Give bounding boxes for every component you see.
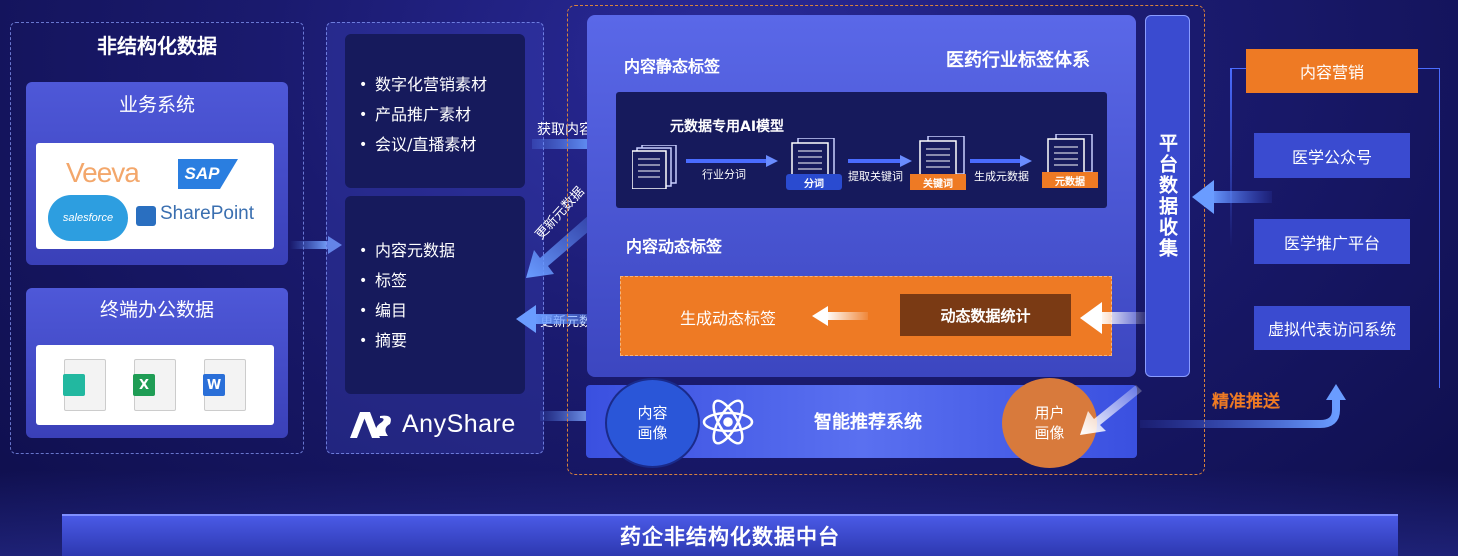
user-profile-circle: 用户 画像 [1002,378,1097,468]
metadata-box: 内容元数据 标签 编目 摘要 [345,196,525,394]
content-profile-label: 内容 画像 [637,404,668,442]
bottom-platform-title: 药企非结构化数据中台 [620,525,840,549]
list-item: 内容元数据 [359,236,525,266]
unstructured-data-panel [10,22,304,454]
platform-collect-label: 平台数据收集 [1156,133,1178,259]
dynamic-stats-box: 动态数据统计 [900,294,1071,336]
sap-logo: SAP [178,159,238,189]
anyshare-brand: AnyShare [402,410,516,438]
dynamic-gen-label: 生成动态标签 [680,309,777,328]
arrow-left-to-middle [290,236,342,254]
step-label-1: 行业分词 [702,168,746,181]
business-system-title: 业务系统 [118,93,195,116]
anyshare-logo-icon [350,412,396,438]
image-file-icon [63,359,106,411]
list-item: 标签 [359,266,525,296]
materials-list: 数字化营销素材 产品推广素材 会议/直播素材 [359,70,525,160]
platform-to-user-arrow [1080,385,1142,437]
channel-content-marketing: 内容营销 [1246,49,1418,93]
list-item: 会议/直播素材 [359,130,525,160]
platform-collect-bar: 平台数据收集 [1145,15,1190,377]
keyword-docs-icon [918,135,966,180]
metadata-docs-icon [1046,133,1094,178]
business-logos-card: Veeva SAP salesforce SharePoint [36,143,274,249]
content-profile-circle: 内容 画像 [605,378,700,468]
precise-push-label: 精准推送 [1212,392,1280,412]
step-label-3: 生成元数据 [974,170,1029,183]
atom-icon [702,396,754,448]
channels-to-platform-arrow [1192,180,1272,214]
office-data-title: 终端办公数据 [99,298,214,321]
materials-box: 数字化营销素材 产品推广素材 会议/直播素材 [345,34,525,188]
sharepoint-logo: SharePoint [160,203,255,224]
ai-model-box [616,92,1107,208]
get-content-label: 获取内容 [537,122,593,138]
precise-push-arrow [1140,380,1350,430]
metadata-badge: 元数据 [1042,172,1098,188]
salesforce-logo: salesforce [48,195,128,241]
step-arrow-1 [686,152,778,167]
user-profile-label: 用户 画像 [1034,404,1065,442]
channel-medical-promo: 医学推广平台 [1254,219,1410,264]
keyword-badge: 关键词 [910,174,966,190]
word-file-icon: W [203,359,246,411]
bottom-platform-bar: 药企非结构化数据中台 [62,514,1398,556]
excel-file-icon: X [133,359,176,411]
ai-model-title: 元数据专用AI模型 [670,119,785,135]
right-left-line [1230,68,1232,248]
static-label-title: 内容静态标签 [624,57,721,76]
segment-badge: 分词 [786,174,842,190]
office-files-card: X W [36,345,274,425]
center-outer-frame [567,5,1205,475]
sharepoint-icon [136,206,156,226]
recommend-title: 智能推荐系统 [814,412,922,433]
list-item: 摘要 [359,326,525,356]
system-title: 医药行业标签体系 [946,50,1090,71]
step-arrow-3 [970,152,1032,167]
sap-logo-text: SAP [184,164,220,183]
dynamic-label-title: 内容动态标签 [626,237,723,256]
veeva-logo: Veeva [66,157,140,188]
salesforce-logo-text: salesforce [62,212,114,224]
dynamic-gen-arrow [812,306,868,326]
metadata-list: 内容元数据 标签 编目 摘要 [359,236,525,356]
raw-docs-icon [631,144,678,190]
list-item: 数字化营销素材 [359,70,525,100]
list-item: 产品推广素材 [359,100,525,130]
channel-virtual-rep: 虚拟代表访问系统 [1254,306,1410,350]
unstructured-data-title: 非结构化数据 [97,33,217,58]
step-arrow-2 [848,152,912,167]
update-meta-arrow-left [516,305,616,333]
stats-input-arrow [1080,302,1146,334]
step-label-2: 提取关键词 [848,170,903,183]
list-item: 编目 [359,296,525,326]
channel-medical-wechat: 医学公众号 [1254,133,1410,178]
